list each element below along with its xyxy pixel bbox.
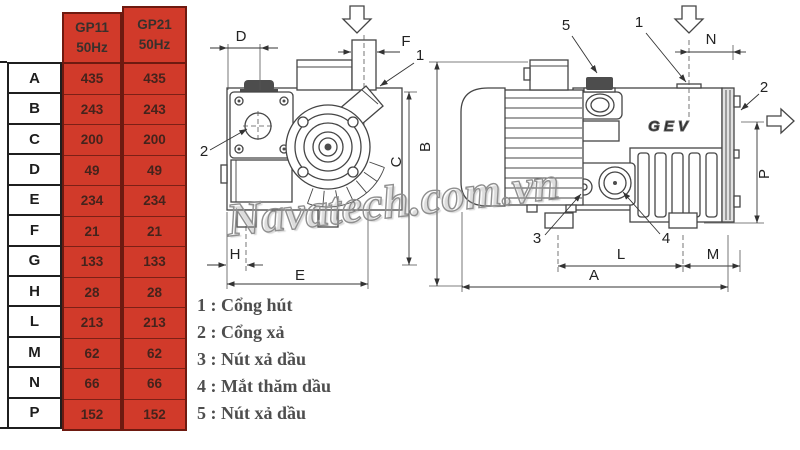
callout-2-front: 2 (200, 143, 208, 160)
table-column-gp11: GP11 50Hz 435 243 200 49 234 21 133 28 2… (62, 12, 122, 431)
callout-2-side: 2 (760, 79, 768, 96)
table-letter-column: A B C D E F G H L M N P (7, 62, 62, 429)
side-view-drawing: GEV N P L M (460, 5, 795, 292)
value-cell: 200 (64, 125, 120, 156)
outlet-flow-arrow-icon (766, 107, 795, 135)
pump-face-rings (285, 104, 371, 190)
value-cell: 62 (124, 339, 185, 369)
dim-label-D: D (236, 28, 247, 45)
callout-5: 5 (562, 17, 570, 34)
fan-shroud-fins (307, 161, 385, 208)
legend-item: 1 : Cổng hút (197, 295, 293, 315)
column-header-gp11: GP11 50Hz (64, 14, 120, 64)
dim-label-A: A (589, 267, 599, 284)
dim-label-M: M (707, 246, 720, 263)
callout-1-side: 1 (635, 14, 643, 31)
row-letter: F (9, 216, 60, 247)
dim-label-B: B (417, 142, 434, 152)
value-cell: 133 (124, 247, 185, 278)
inlet-flow-arrow-icon (673, 5, 705, 34)
value-cell: 49 (124, 156, 185, 186)
legend: 1 : Cổng hút 2 : Cổng xả 3 : Nút xả dầu … (197, 292, 331, 427)
row-letter: E (9, 186, 60, 217)
value-cell: 133 (64, 247, 120, 278)
row-letter: M (9, 338, 60, 369)
value-cell: 28 (64, 278, 120, 308)
row-letter: D (9, 155, 60, 186)
dim-label-N: N (706, 31, 717, 48)
row-letter: C (9, 125, 60, 156)
value-cell: 213 (64, 308, 120, 339)
row-letter: A (9, 64, 60, 95)
dim-label-E: E (295, 267, 305, 284)
side-right-foot (668, 212, 698, 229)
value-cell: 234 (64, 186, 120, 217)
value-cell: 243 (64, 95, 120, 125)
value-cell: 200 (124, 125, 185, 156)
cooling-ribs (637, 152, 718, 218)
row-letter: G (9, 247, 60, 277)
value-cell: 62 (64, 339, 120, 369)
gev-logo: GEV (648, 118, 692, 135)
value-cell: 234 (124, 186, 185, 217)
terminal-box (529, 59, 569, 91)
table-column-gp21: GP21 50Hz 435 243 200 49 234 21 133 28 2… (122, 6, 187, 431)
value-cell: 49 (64, 156, 120, 186)
value-cell: 213 (124, 308, 185, 339)
value-cell: 21 (64, 217, 120, 247)
row-letter: H (9, 277, 60, 308)
row-letter: L (9, 307, 60, 338)
row-letter: N (9, 368, 60, 399)
value-cell: 66 (124, 369, 185, 400)
legend-item: 3 : Nút xả dầu (197, 349, 307, 369)
table-edge-tick (0, 427, 7, 429)
dim-label-L: L (617, 246, 625, 263)
legend-item: 4 : Mắt thăm dầu (197, 376, 332, 396)
oil-reservoir (296, 59, 353, 91)
value-cell: 21 (124, 217, 185, 247)
value-cell: 152 (80, 406, 104, 422)
callout-3: 3 (533, 230, 541, 247)
value-cell: 28 (124, 278, 185, 308)
motor-fins (503, 97, 582, 199)
column-header-gp21: GP21 50Hz (124, 8, 185, 64)
legend-item: 2 : Cổng xả (197, 322, 285, 342)
value-cell: 66 (64, 369, 120, 400)
front-dimensions: D F C B H E 1 (200, 28, 528, 289)
dim-label-H: H (230, 246, 241, 263)
end-plate (721, 87, 735, 223)
front-view-drawing: D F C B H E 1 (200, 5, 528, 289)
side-dimensions: N P L M A 5 1 2 (461, 14, 773, 292)
callout-4: 4 (662, 230, 670, 247)
dim-label-F: F (401, 33, 410, 50)
side-left-foot (544, 212, 574, 229)
callout-1-front: 1 (416, 47, 424, 64)
row-letter: P (29, 404, 40, 422)
side-panel (230, 159, 293, 203)
dim-label-C: C (388, 156, 405, 167)
inlet-flow-arrow-icon (341, 5, 373, 34)
front-left-foot (236, 209, 257, 228)
row-letter: B (9, 94, 60, 125)
oil-fill-cap (586, 77, 613, 90)
value-cell: 243 (124, 95, 185, 125)
dim-label-P: P (756, 169, 773, 179)
value-cell: 435 (124, 64, 185, 95)
legend-item: 5 : Nút xả dầu (197, 403, 307, 423)
oil-fill-housing (577, 91, 623, 120)
table-edge-tick (0, 61, 7, 63)
motor-end-cap (460, 87, 506, 207)
value-cell: 435 (64, 64, 120, 95)
cover-screws (234, 96, 289, 154)
front-right-foot (317, 209, 339, 228)
value-cell: 152 (143, 406, 166, 422)
